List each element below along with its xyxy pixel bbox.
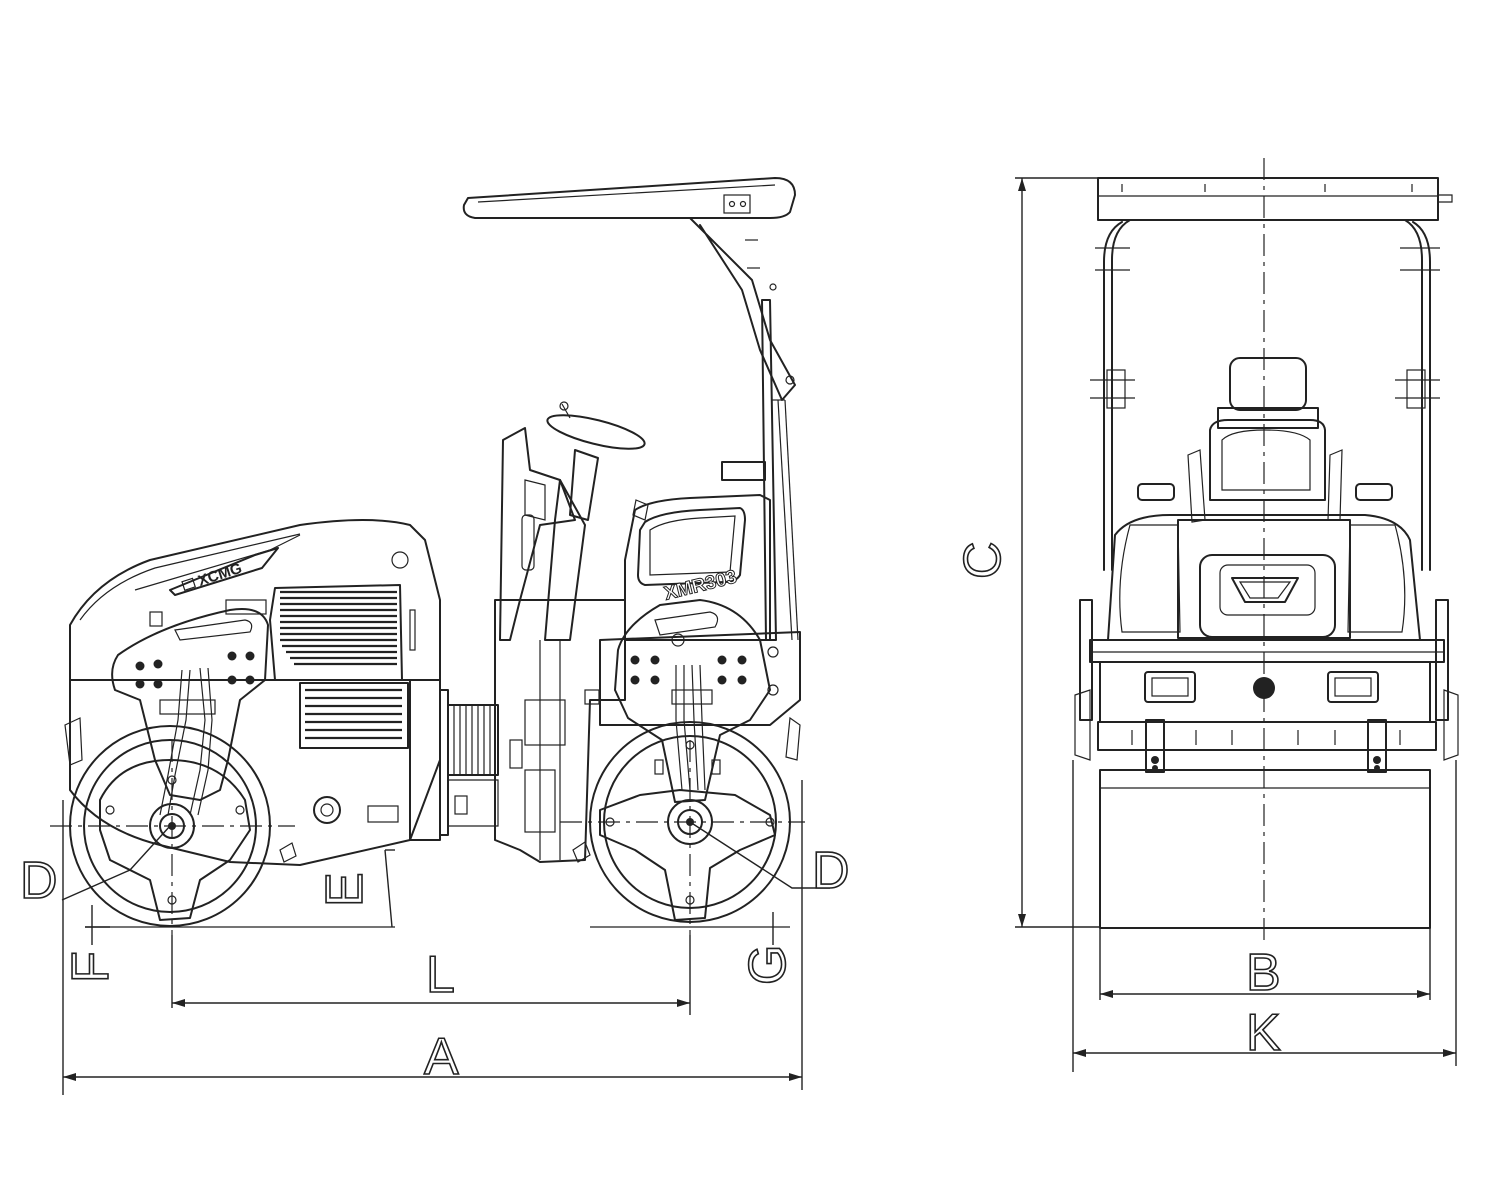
cooling-louvres	[305, 688, 402, 740]
engine-grille	[280, 590, 397, 666]
dim-label-l: L	[426, 946, 455, 1004]
dim-label-e: E	[316, 872, 374, 907]
front-drum-body	[1099, 769, 1431, 929]
dim-label-a: A	[424, 1028, 459, 1086]
front-frame-plate	[614, 599, 771, 803]
steering-wheel	[546, 414, 646, 450]
dim-label-c: C	[954, 541, 1012, 579]
dim-label-d-left: D	[20, 852, 58, 910]
front-canopy-roof	[1097, 177, 1439, 221]
dim-label-f: F	[62, 951, 120, 983]
front-hood	[1107, 514, 1421, 641]
canopy-roof	[462, 177, 796, 219]
rear-frame-plate	[111, 608, 269, 801]
dim-label-g: G	[739, 945, 797, 985]
dim-label-d-right: D	[812, 842, 850, 900]
canopy-post	[761, 299, 777, 641]
front-view: C B K	[953, 158, 1459, 1072]
dim-label-b: B	[1246, 944, 1281, 1002]
engine-hood	[69, 519, 441, 681]
side-view: XMR303 XCMG	[19, 177, 850, 1095]
front-grille-badge	[1199, 554, 1336, 638]
front-seat-headrest	[1229, 357, 1307, 411]
articulation-bellows	[447, 704, 499, 776]
dim-label-k: K	[1246, 1004, 1281, 1062]
